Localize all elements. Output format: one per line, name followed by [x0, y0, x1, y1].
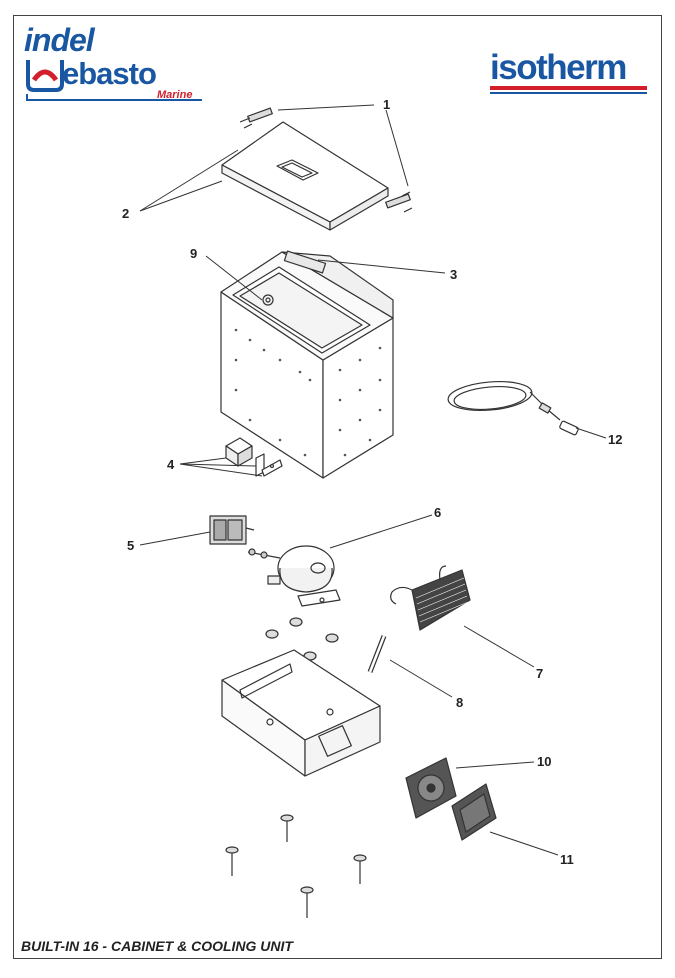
diagram-caption: BUILT-IN 16 - CABINET & COOLING UNIT [21, 938, 293, 954]
part-label-12: 12 [608, 432, 622, 447]
filter-drier-part [367, 635, 387, 673]
part-label-4: 4 [167, 457, 175, 472]
part-label-8: 8 [456, 695, 463, 710]
part-label-2: 2 [122, 206, 129, 221]
fan-part [405, 757, 457, 819]
part-label-3: 3 [450, 267, 457, 282]
condenser-part [390, 565, 471, 631]
part-labels: 1 2 3 4 5 6 7 8 9 10 11 12 [122, 97, 622, 867]
logo-bracket [26, 94, 202, 101]
logo-indel-text: indel [24, 22, 95, 58]
leader-lines [139, 104, 607, 856]
indel-webasto-logo: indel ebasto Marine [24, 22, 204, 101]
logo-red-bar [490, 86, 647, 90]
part-label-6: 6 [434, 505, 441, 520]
compressor-part [247, 545, 341, 607]
rubber-feet [265, 617, 339, 661]
bracket-parts [225, 437, 283, 477]
fan-grille-part [451, 783, 497, 841]
part-label-1: 1 [383, 97, 390, 112]
isotherm-logo: isotherm [490, 50, 650, 100]
mounting-screws [225, 814, 367, 918]
base-tray-part [221, 649, 381, 777]
logo-isotherm-text: isotherm [490, 48, 627, 87]
part-label-9: 9 [190, 246, 197, 261]
logo-marine-text: Marine [157, 89, 193, 101]
part-label-7: 7 [536, 666, 543, 681]
cable-sensor-part [447, 380, 579, 436]
part-label-10: 10 [537, 754, 551, 769]
cabinet-part [220, 250, 394, 479]
logo-blue-bar [490, 92, 647, 94]
part-label-5: 5 [127, 538, 134, 553]
webasto-w-icon [26, 60, 64, 92]
logo-webasto-text: ebasto [62, 56, 157, 91]
hinge-parts [239, 107, 413, 213]
lid-part [221, 121, 389, 231]
part-label-11: 11 [560, 852, 574, 867]
electronic-unit-part [209, 515, 255, 545]
